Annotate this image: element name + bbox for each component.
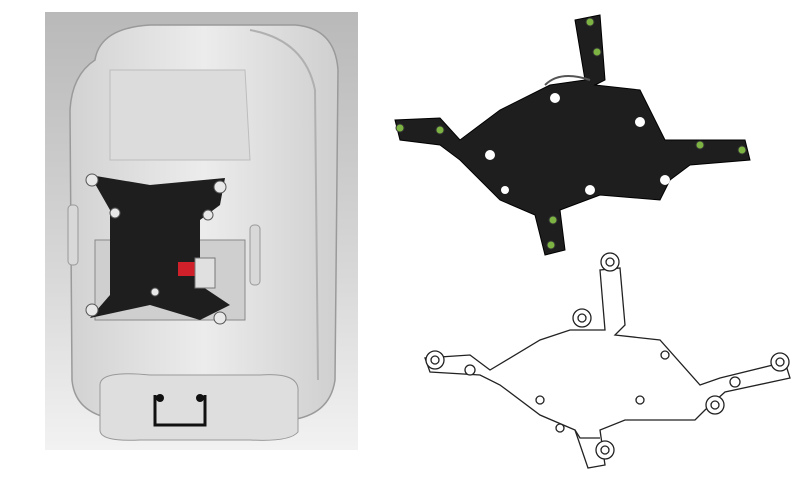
outline-screws <box>425 252 790 460</box>
bracket-outline <box>424 267 791 469</box>
speaker-stand <box>99 373 299 441</box>
mounting-holes <box>485 93 670 195</box>
bracket-line-drawing <box>424 252 791 469</box>
bracket-render <box>394 14 751 256</box>
recess-panel <box>109 69 251 161</box>
speaker-rear-render <box>45 12 358 450</box>
screws <box>85 173 227 325</box>
green-screw-holes <box>395 17 747 250</box>
bracket-plate <box>394 14 751 256</box>
